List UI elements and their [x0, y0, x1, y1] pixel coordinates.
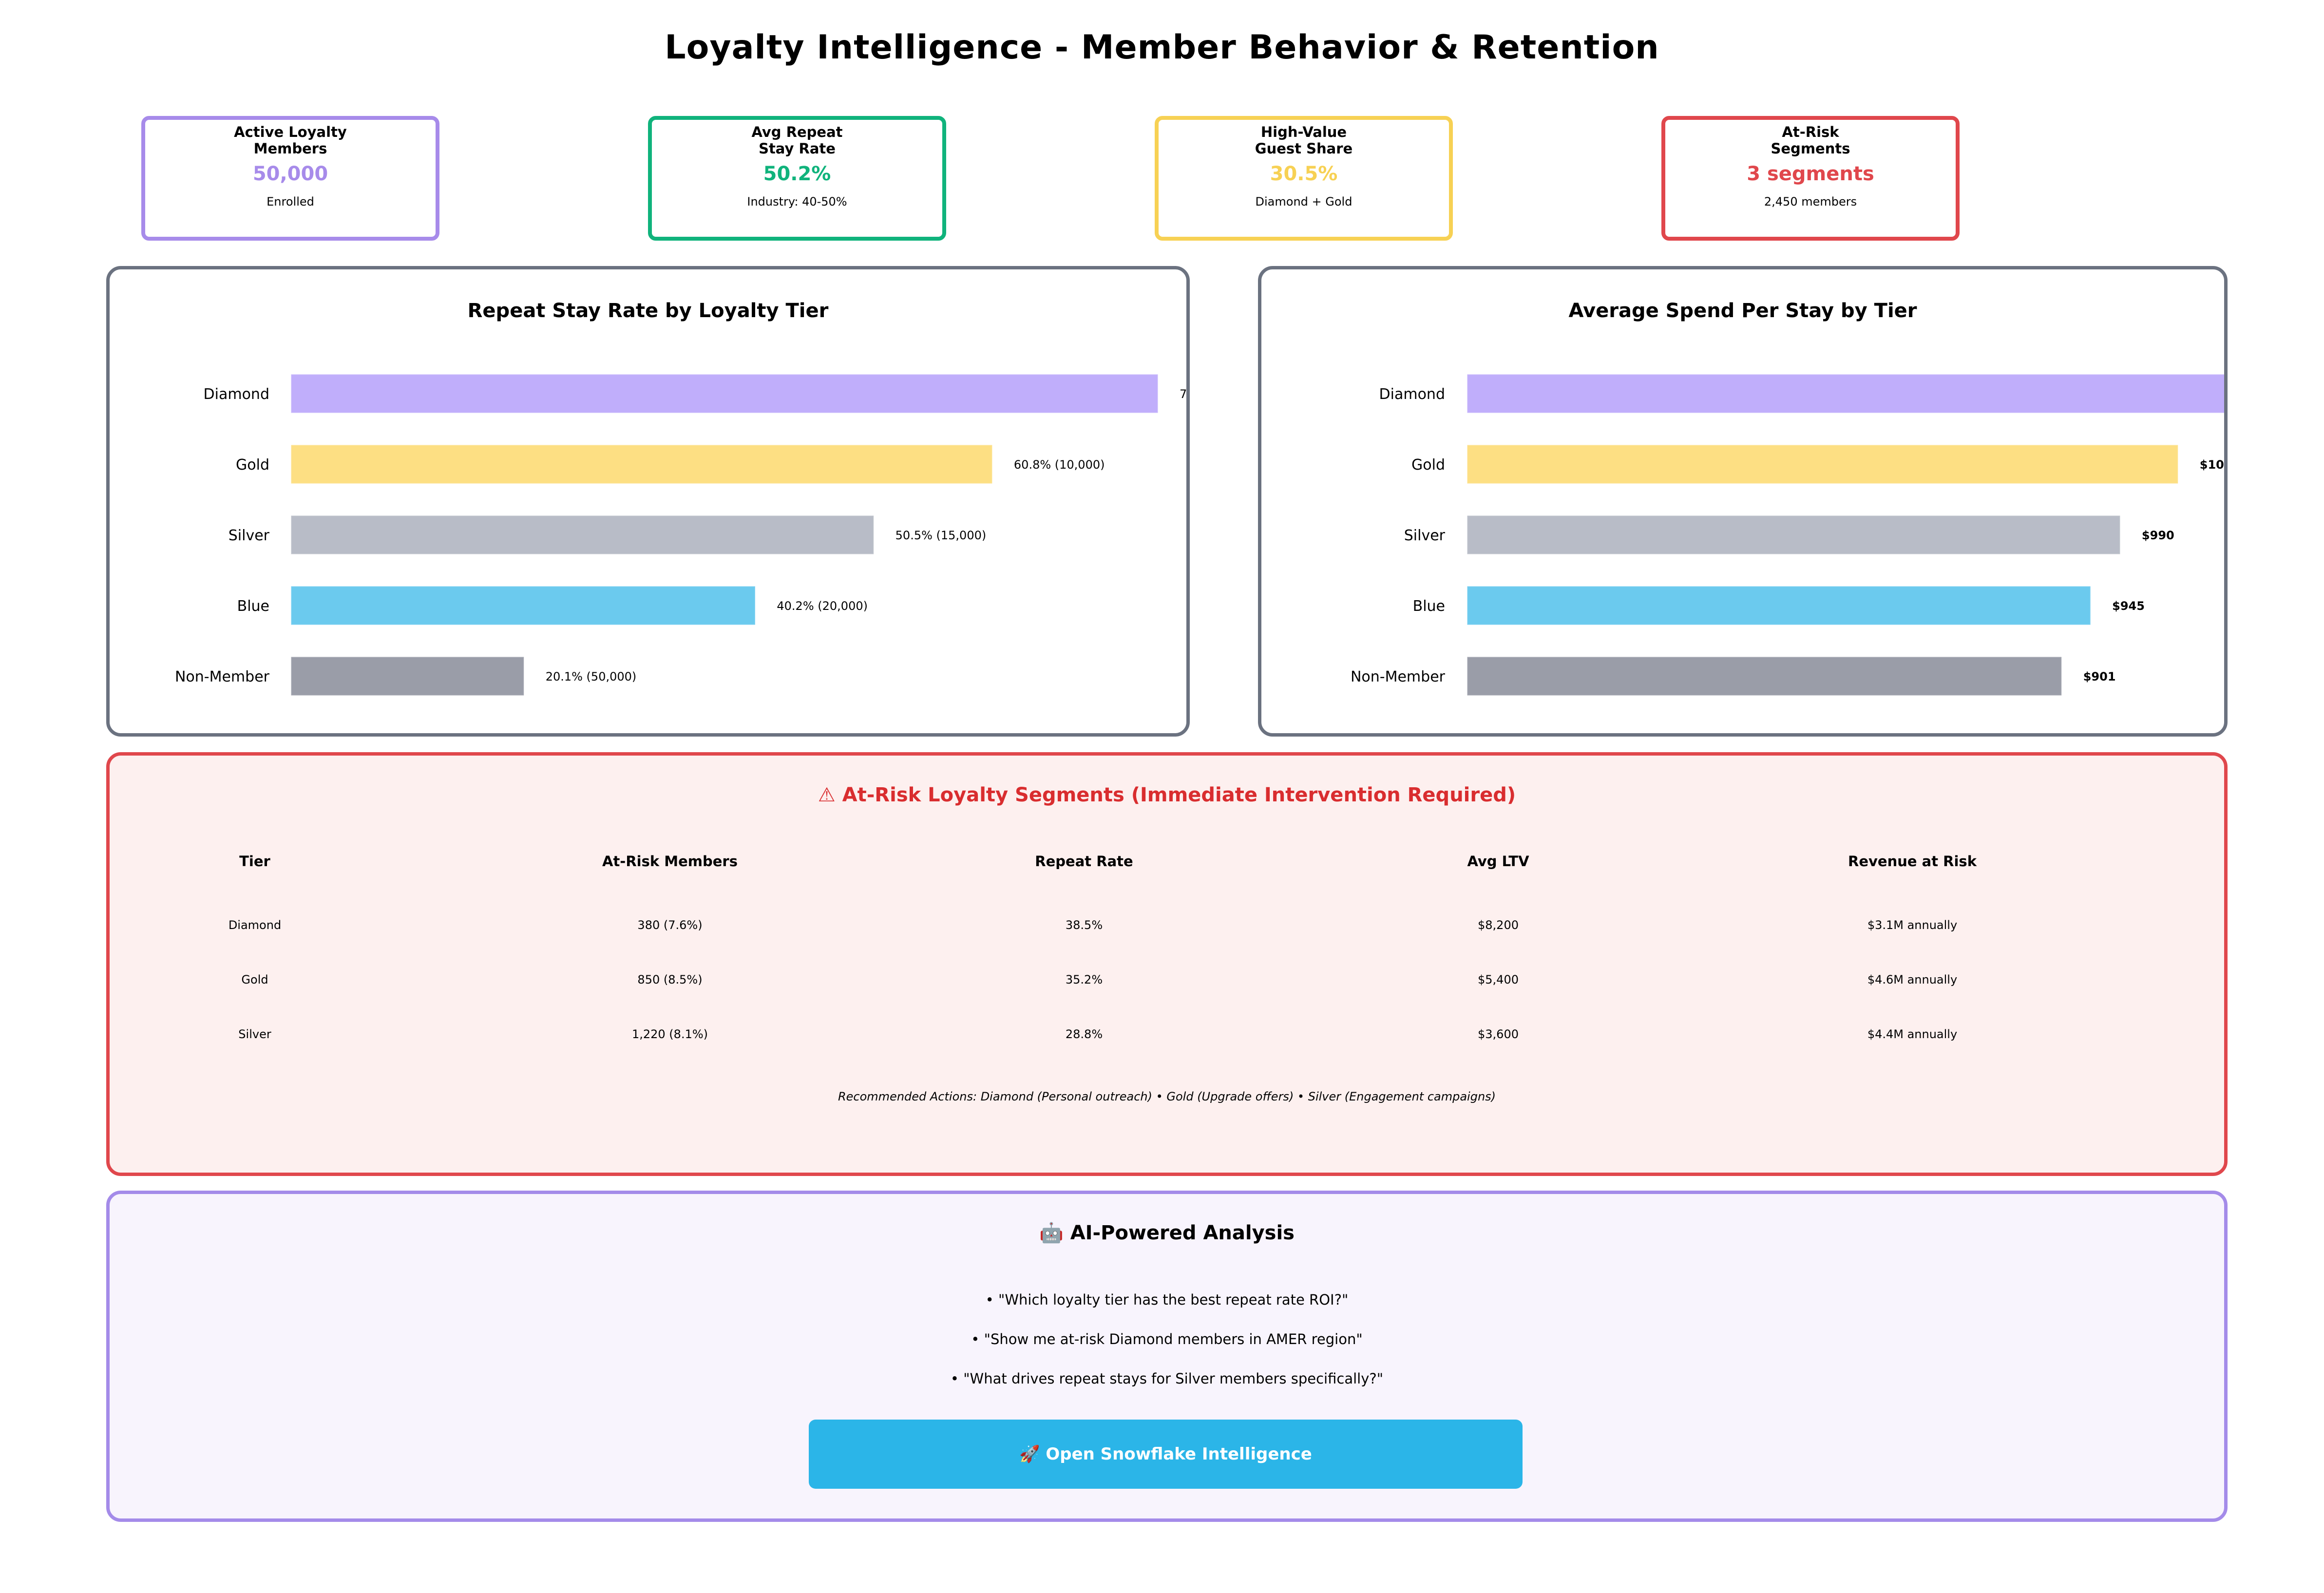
suggested-question[interactable]: • "Which loyalty tier has the best repea…	[985, 1291, 1349, 1308]
cell-tier: Gold	[241, 973, 268, 986]
repeat-rate-chart-panel: Repeat Stay Rate by Loyalty Tier Diamond…	[106, 266, 1190, 737]
data-label: 40.2% (20,000)	[777, 599, 868, 613]
page-title: Loyalty Intelligence - Member Behavior &…	[665, 28, 1659, 67]
kpi-card-active-members: Active Loyalty Members 50,000 Enrolled	[141, 116, 439, 241]
avg-spend-chart-panel: Average Spend Per Stay by Tier Diamond $1…	[1258, 266, 2228, 737]
chart-title: Average Spend Per Stay by Tier	[1568, 300, 1917, 322]
cell-repeat-rate: 35.2%	[1065, 973, 1103, 986]
at-risk-segments-panel: ⚠ At-Risk Loyalty Segments (Immediate In…	[106, 752, 2228, 1176]
kpi-value: 50.2%	[763, 163, 831, 185]
category-label: Silver	[1404, 527, 1446, 544]
bar-non-member	[291, 657, 524, 696]
category-label: Non-Member	[175, 668, 270, 685]
bar-blue	[291, 586, 755, 625]
kpi-card-at-risk-segments: At-Risk Segments 3 segments 2,450 member…	[1661, 116, 1960, 241]
kpi-value: 50,000	[252, 163, 328, 185]
kpi-subtext: Enrolled	[267, 195, 314, 209]
suggested-question[interactable]: • "What drives repeat stays for Silver m…	[950, 1370, 1384, 1387]
bar-silver	[1467, 515, 2120, 554]
kpi-label: Avg Repeat Stay Rate	[751, 124, 843, 157]
avg-spend-bar-chart: Diamond$1170Gold$1078Silver$990Blue$945N…	[1351, 374, 2224, 696]
kpi-subtext: 2,450 members	[1764, 195, 1857, 209]
data-label: $945	[2112, 599, 2145, 613]
bar-gold	[291, 445, 992, 484]
cell-repeat-rate: 38.5%	[1065, 918, 1103, 932]
category-label: Gold	[236, 456, 269, 474]
cell-at-risk-members: 380 (7.6%)	[637, 918, 703, 932]
bar-non-member	[1467, 657, 2062, 696]
bar-gold	[1467, 445, 2178, 484]
bar-silver	[291, 515, 874, 554]
data-label: 60.8% (10,000)	[1014, 458, 1105, 472]
bar-blue	[1467, 586, 2091, 625]
category-label: Blue	[237, 598, 269, 615]
recommended-actions-note: Recommended Actions: Diamond (Personal o…	[838, 1090, 1496, 1103]
kpi-label: At-Risk Segments	[1771, 124, 1850, 157]
data-label: 75.2% (5,000)	[1180, 387, 1186, 401]
table-header-avg-ltv: Avg LTV	[1467, 853, 1529, 870]
data-label: $990	[2142, 529, 2174, 542]
category-label: Diamond	[1379, 386, 1445, 403]
ai-analysis-title: 🤖 AI-Powered Analysis	[1039, 1222, 1295, 1244]
cell-avg-ltv: $3,600	[1478, 1027, 1519, 1041]
kpi-card-high-value-share: High-Value Guest Share 30.5% Diamond + G…	[1155, 116, 1453, 241]
cell-at-risk-members: 850 (8.5%)	[637, 973, 703, 986]
cell-revenue-at-risk: $3.1M annually	[1867, 918, 1958, 932]
table-header-revenue-at-risk: Revenue at Risk	[1848, 853, 1977, 870]
cell-avg-ltv: $8,200	[1478, 918, 1519, 932]
kpi-value: 3 segments	[1747, 163, 1874, 185]
table-header-at-risk-members: At-Risk Members	[602, 853, 738, 870]
table-header-tier: Tier	[239, 853, 270, 870]
kpi-subtext: Industry: 40-50%	[747, 195, 847, 209]
cell-avg-ltv: $5,400	[1478, 973, 1519, 986]
cell-revenue-at-risk: $4.4M annually	[1867, 1027, 1958, 1041]
suggested-question[interactable]: • "Show me at-risk Diamond members in AM…	[971, 1331, 1363, 1347]
kpi-card-repeat-rate: Avg Repeat Stay Rate 50.2% Industry: 40-…	[648, 116, 946, 241]
category-label: Blue	[1413, 598, 1445, 615]
open-snowflake-intelligence-button[interactable]: 🚀 Open Snowflake Intelligence	[809, 1420, 1523, 1489]
data-label: 50.5% (15,000)	[895, 529, 987, 542]
category-label: Silver	[229, 527, 270, 544]
kpi-subtext: Diamond + Gold	[1255, 195, 1352, 209]
cell-tier: Silver	[238, 1027, 271, 1041]
category-label: Non-Member	[1351, 668, 1446, 685]
data-label: $901	[2083, 670, 2116, 683]
cell-at-risk-members: 1,220 (8.1%)	[631, 1027, 708, 1041]
cell-revenue-at-risk: $4.6M annually	[1867, 973, 1958, 986]
chart-title: Repeat Stay Rate by Loyalty Tier	[467, 300, 829, 322]
at-risk-title: ⚠ At-Risk Loyalty Segments (Immediate In…	[818, 784, 1516, 806]
table-header-repeat-rate: Repeat Rate	[1035, 853, 1133, 870]
kpi-label: High-Value Guest Share	[1255, 124, 1353, 157]
data-label: $1078	[2200, 458, 2224, 472]
kpi-value: 30.5%	[1270, 163, 1338, 185]
category-label: Diamond	[204, 386, 269, 403]
cell-repeat-rate: 28.8%	[1065, 1027, 1103, 1041]
kpi-label: Active Loyalty Members	[234, 124, 347, 157]
category-label: Gold	[1411, 456, 1445, 474]
repeat-rate-bar-chart: Diamond 75.2% (5,000) Gold 60.8% (10,000) Si…	[175, 374, 1186, 696]
cell-tier: Diamond	[228, 918, 282, 932]
bar-diamond	[291, 374, 1158, 413]
bar-diamond	[1467, 374, 2224, 413]
data-label: 20.1% (50,000)	[546, 670, 637, 683]
